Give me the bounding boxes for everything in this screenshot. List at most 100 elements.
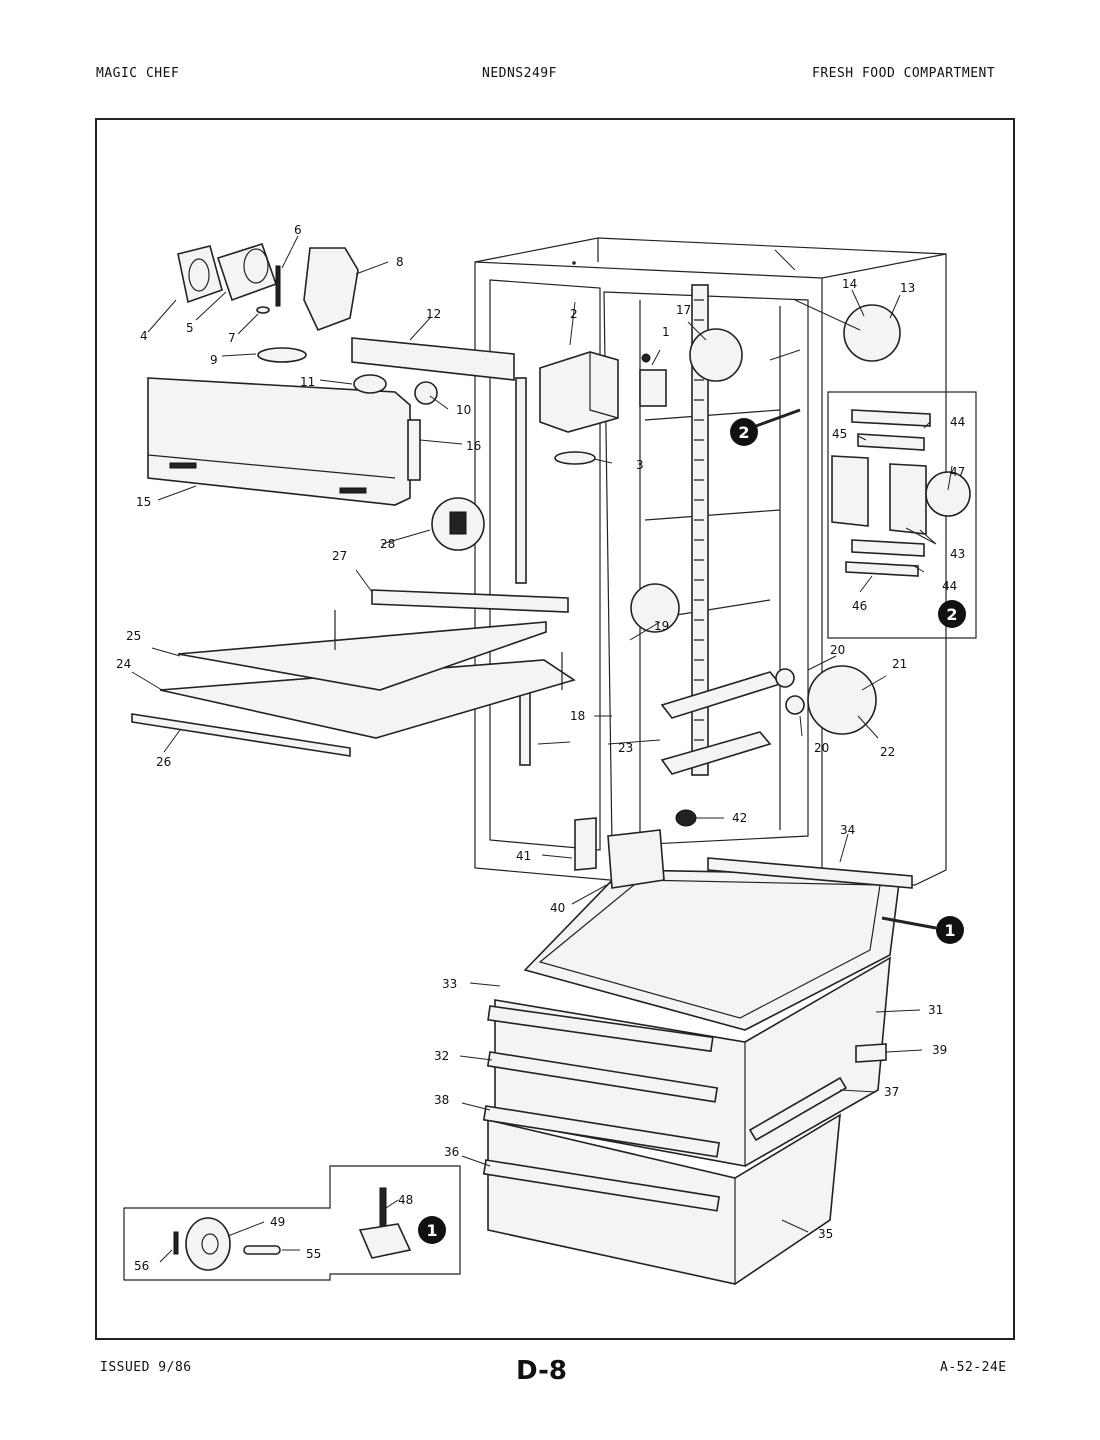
detail-box-2 — [827, 391, 977, 639]
callout-36: 36 — [444, 1145, 459, 1159]
callout-43: 43 — [950, 547, 965, 561]
detail-17 — [689, 328, 743, 382]
bulb-10 — [414, 381, 438, 405]
callout-35: 35 — [818, 1227, 833, 1241]
issue-date: ISSUED 9/86 — [100, 1360, 192, 1375]
callouts: 1 2 3 4 5 6 7 8 9 10 11 12 13 14 15 16 1… — [116, 223, 965, 1273]
callout-8: 8 — [396, 255, 404, 269]
shelf-rails — [660, 668, 805, 775]
callout-6: 6 — [294, 223, 302, 237]
shelf-ladder — [691, 284, 709, 776]
clip-56 — [173, 1231, 179, 1255]
callout-3: 3 — [636, 458, 644, 472]
shaft-6 — [275, 265, 281, 307]
document-code: A-52-24E — [940, 1360, 1007, 1375]
fan-housing-4 — [177, 245, 223, 304]
callout-47: 47 — [950, 465, 965, 479]
callout-14: 14 — [842, 277, 857, 291]
roller-49 — [185, 1217, 231, 1271]
callout-19: 19 — [654, 619, 669, 633]
light-cover — [147, 377, 421, 506]
crisper-cover — [523, 869, 901, 1031]
callout-7: 7 — [228, 331, 236, 345]
bracket-40 — [607, 829, 665, 889]
svg-text:2: 2 — [946, 605, 957, 624]
callout-28: 28 — [380, 537, 395, 551]
callout-33: 33 — [442, 977, 457, 991]
callout-55: 55 — [306, 1247, 321, 1261]
page-number: D-8 — [516, 1356, 567, 1386]
callout-48: 48 — [398, 1193, 413, 1207]
callout-49: 49 — [270, 1215, 285, 1229]
callout-23: 23 — [618, 741, 633, 755]
callout-17: 17 — [676, 303, 691, 317]
callout-25: 25 — [126, 629, 141, 643]
bottom-drawer — [482, 1105, 841, 1285]
callout-34: 34 — [840, 823, 855, 837]
marker-two-main: 2 — [730, 408, 801, 446]
callout-45: 45 — [832, 427, 847, 441]
section-title: FRESH FOOD COMPARTMENT — [812, 66, 996, 81]
leader-lines — [131, 235, 953, 1263]
brand-label: MAGIC CHEF — [96, 66, 180, 81]
callout-13: 13 — [900, 281, 915, 295]
callout-39: 39 — [932, 1043, 947, 1057]
light-switch-16 — [407, 419, 421, 481]
callout-21: 21 — [892, 657, 907, 671]
callout-12: 12 — [426, 307, 441, 321]
leveler-inset — [123, 1165, 461, 1281]
callout-26: 26 — [156, 755, 171, 769]
callout-2: 2 — [570, 307, 578, 321]
callout-10: 10 — [456, 403, 471, 417]
callout-37: 37 — [884, 1085, 899, 1099]
marker-two-inset: 2 — [938, 600, 966, 628]
detail-21-22 — [807, 665, 877, 735]
fan-housing-5 — [216, 243, 278, 302]
callout-20a: 20 — [830, 643, 845, 657]
callout-20b: 20 — [814, 741, 829, 755]
marker-one-inset: 1 — [418, 1216, 446, 1244]
callout-38: 38 — [434, 1093, 449, 1107]
callout-5: 5 — [186, 321, 194, 335]
svg-text:2: 2 — [738, 423, 749, 442]
knob-3 — [554, 451, 596, 465]
callout-32: 32 — [434, 1049, 449, 1063]
callout-18: 18 — [570, 709, 585, 723]
shelf-ladder-left — [515, 377, 531, 766]
detail-13-14 — [843, 304, 901, 362]
callout-4: 4 — [140, 329, 148, 343]
fan-blade-9 — [257, 347, 307, 363]
callout-24: 24 — [116, 657, 131, 671]
thermostat — [639, 353, 667, 407]
marker-one-main: 1 — [881, 916, 964, 944]
callout-22: 22 — [880, 745, 895, 759]
bracket-41 — [574, 817, 597, 871]
rail-37 — [748, 1076, 848, 1142]
axle-55 — [243, 1245, 281, 1255]
leveler-48 — [379, 1187, 387, 1229]
callout-11: 11 — [300, 375, 315, 389]
motor-8 — [303, 247, 359, 332]
callout-27: 27 — [332, 549, 347, 563]
callout-40: 40 — [550, 901, 565, 915]
callout-16: 16 — [466, 439, 481, 453]
model-number: NEDNS249F — [482, 66, 557, 81]
light-bracket — [351, 337, 515, 381]
diagram-frame — [95, 118, 1015, 1340]
support-badge-28 — [431, 497, 485, 551]
callout-31: 31 — [928, 1003, 943, 1017]
callout-56: 56 — [134, 1259, 149, 1273]
trim-34 — [707, 857, 913, 889]
detail-19 — [630, 583, 680, 633]
callout-41: 41 — [516, 849, 531, 863]
callout-1: 1 — [662, 325, 670, 339]
shelf-assembly — [131, 589, 576, 757]
callout-42: 42 — [732, 811, 747, 825]
svg-text:1: 1 — [426, 1221, 437, 1240]
washer-7 — [256, 306, 270, 314]
callout-46: 46 — [852, 599, 867, 613]
control-box — [539, 351, 619, 433]
callout-15: 15 — [136, 495, 151, 509]
socket-11 — [353, 374, 387, 394]
